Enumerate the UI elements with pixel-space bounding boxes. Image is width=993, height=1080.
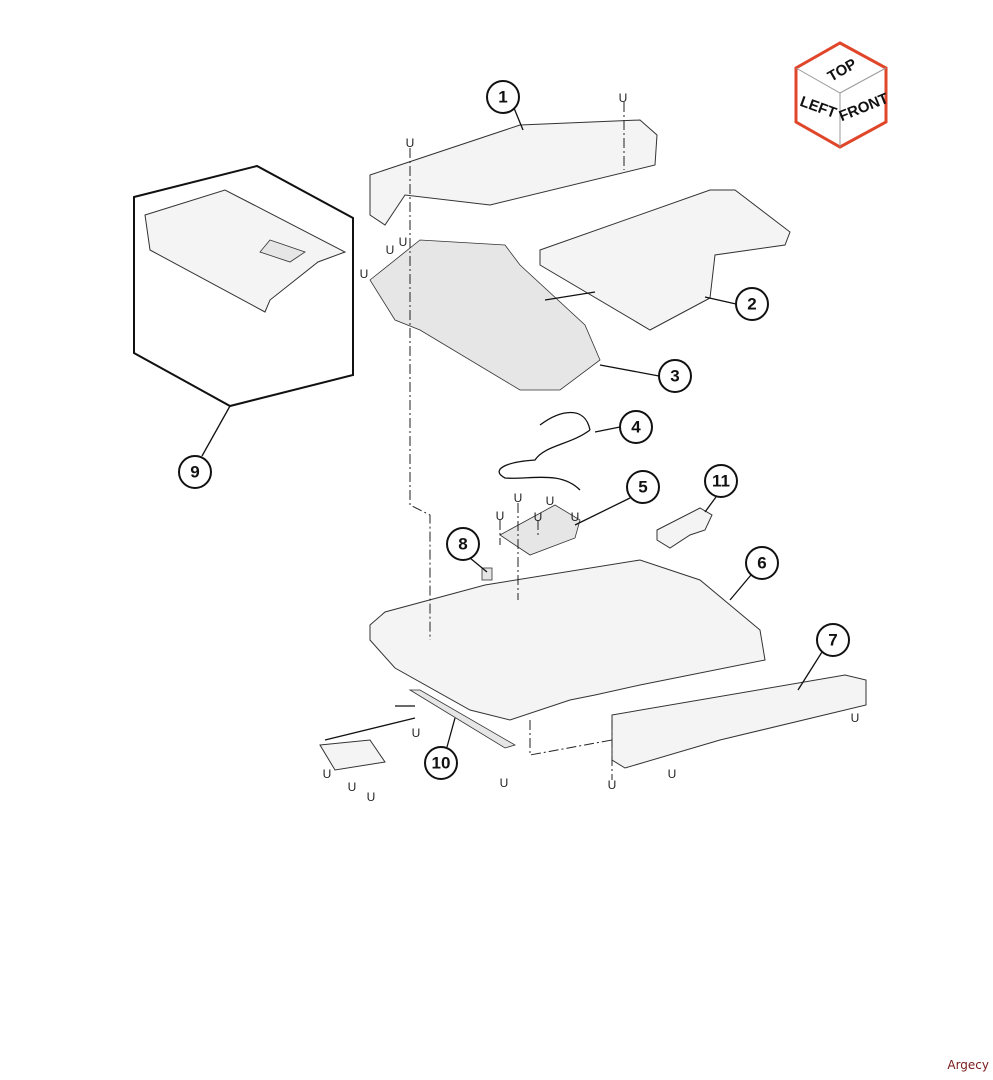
callout-4: 4	[619, 410, 653, 444]
svg-text:U: U	[412, 726, 421, 740]
callout-8: 8	[446, 527, 480, 561]
svg-text:U: U	[608, 778, 617, 792]
callout-7: 7	[816, 623, 850, 657]
svg-text:6: 6	[757, 554, 766, 573]
svg-text:9: 9	[190, 463, 199, 482]
callout-1: 1	[486, 80, 520, 114]
svg-text:U: U	[619, 91, 628, 105]
svg-text:U: U	[496, 509, 505, 523]
detail-view-9	[133, 164, 354, 408]
part-3-feeder-assembly	[369, 239, 601, 391]
svg-text:U: U	[323, 767, 332, 781]
callout-2: 2	[735, 287, 769, 321]
callout-10: 10	[424, 746, 458, 780]
svg-text:4: 4	[631, 418, 641, 437]
part-small-bracket	[319, 739, 386, 771]
svg-text:U: U	[571, 510, 580, 524]
leader-lines	[201, 107, 823, 748]
svg-text:7: 7	[828, 631, 837, 650]
svg-text:3: 3	[670, 367, 679, 386]
callout-3: 3	[658, 359, 692, 393]
svg-text:10: 10	[432, 754, 451, 773]
orientation-cube: TOP LEFT FRONT	[794, 41, 891, 149]
svg-text:U: U	[399, 235, 408, 249]
svg-text:5: 5	[638, 478, 647, 497]
svg-text:U: U	[348, 780, 357, 794]
svg-text:U: U	[546, 494, 555, 508]
svg-text:U: U	[406, 136, 415, 150]
watermark: Argecy	[947, 1058, 989, 1072]
svg-text:U: U	[668, 767, 677, 781]
svg-text:U: U	[514, 491, 523, 505]
svg-text:U: U	[386, 243, 395, 257]
callout-9: 9	[178, 455, 212, 489]
svg-text:U: U	[367, 790, 376, 804]
svg-text:8: 8	[458, 535, 467, 554]
svg-text:U: U	[851, 711, 860, 725]
part-10-strip	[408, 689, 517, 749]
callout-6: 6	[745, 546, 779, 580]
svg-text:U: U	[500, 776, 509, 790]
part-2-input-tray	[539, 189, 791, 331]
part-5-control-board	[499, 504, 581, 556]
part-7-side-cover	[611, 674, 867, 769]
part-8-sensor	[481, 567, 493, 581]
svg-text:U: U	[534, 510, 543, 524]
part-1-top-cover	[369, 119, 658, 226]
callout-5: 5	[626, 470, 660, 504]
svg-text:1: 1	[498, 88, 507, 107]
fastener-labels: U U U U U U U U U U U U U U U U U U	[323, 91, 860, 804]
svg-text:U: U	[360, 267, 369, 281]
part-11-cover-piece	[656, 507, 713, 549]
svg-text:2: 2	[747, 295, 756, 314]
part-4-cable	[498, 412, 591, 491]
part-6-base-frame	[369, 559, 766, 721]
callout-11: 11	[704, 464, 738, 498]
svg-text:11: 11	[712, 472, 730, 491]
